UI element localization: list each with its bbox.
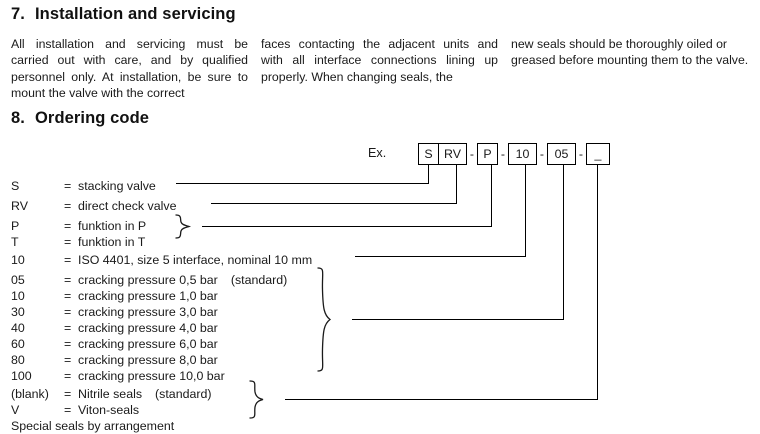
section-number: 8.: [11, 109, 25, 127]
code-dash-3: -: [539, 147, 545, 161]
legend-key: S: [11, 179, 20, 193]
legend-value: cracking pressure 8,0 bar: [78, 353, 218, 367]
legend-equals: =: [64, 199, 72, 213]
legend-value: Nitrile seals: [78, 387, 143, 401]
legend-note: (standard): [230, 273, 288, 287]
legend-row: (blank) = Nitrile seals (standard): [11, 386, 212, 402]
legend-key: 10: [11, 253, 25, 267]
code-dash-1: -: [469, 147, 475, 161]
legend-key: (blank): [11, 387, 49, 401]
legend-equals: =: [64, 305, 72, 319]
code-box-stacking-valve: S: [418, 143, 439, 165]
legend-value: stacking valve: [78, 179, 156, 193]
legend-key: RV: [11, 199, 28, 213]
legend-value: funktion in P: [78, 219, 147, 233]
legend-key: 05: [11, 273, 25, 287]
code-box-interface-size: 10: [508, 143, 537, 165]
installation-text-column-3: new seals should be thoroughly oiled or …: [511, 37, 749, 68]
legend-row: V = Viton-seals: [11, 402, 139, 418]
legend-equals: =: [64, 179, 72, 193]
legend-value: Special seals by arrangement: [11, 419, 175, 433]
legend-key: 30: [11, 305, 25, 319]
code-dash-2: -: [500, 147, 506, 161]
legend-equals: =: [64, 253, 72, 267]
legend-key: 100: [11, 369, 32, 383]
legend-row: S = stacking valve: [11, 178, 156, 194]
legend-key: 60: [11, 337, 25, 351]
legend-value: direct check valve: [78, 199, 177, 213]
legend-equals: =: [64, 235, 72, 249]
legend-value: cracking pressure 4,0 bar: [78, 321, 218, 335]
legend-value: ISO 4401, size 5 interface, nominal 10 m…: [78, 253, 313, 267]
legend-row: 80 = cracking pressure 8,0 bar: [11, 352, 218, 368]
legend-value: cracking pressure 1,0 bar: [78, 289, 218, 303]
section-title: Installation and servicing: [35, 5, 236, 23]
legend-equals: =: [64, 321, 72, 335]
legend-value: cracking pressure 10,0 bar: [78, 369, 225, 383]
legend-key: V: [11, 403, 20, 417]
code-box-check-valve: RV: [439, 143, 467, 165]
legend-equals: =: [64, 289, 72, 303]
section-number: 7.: [11, 5, 25, 23]
code-box-cracking-pressure: 05: [547, 143, 576, 165]
legend-value: cracking pressure 0,5 bar: [78, 273, 218, 287]
legend-value: funktion in T: [78, 235, 146, 249]
legend-equals: =: [64, 273, 72, 287]
legend-note: (standard): [155, 387, 212, 401]
installation-text-column-2: faces contacting the adjacent units and …: [261, 37, 498, 84]
legend-row-special-seals: Special seals by arrangement: [11, 418, 174, 434]
legend-value: Viton-seals: [78, 403, 140, 417]
legend-row: 40 = cracking pressure 4,0 bar: [11, 320, 218, 336]
legend-row: 60 = cracking pressure 6,0 bar: [11, 336, 218, 352]
legend-row: 30 = cracking pressure 3,0 bar: [11, 304, 218, 320]
code-dash-4: -: [578, 147, 584, 161]
ordering-code-string: S RV - P - 10 - 05 - _: [418, 143, 610, 165]
legend-row: 10 = ISO 4401, size 5 interface, nominal 1…: [11, 252, 312, 268]
legend-equals: =: [64, 337, 72, 351]
legend-key: 40: [11, 321, 25, 335]
legend-row: 05 = cracking pressure 0,5 bar (standard): [11, 272, 287, 288]
legend-key: 10: [11, 289, 25, 303]
section-heading-installation: 7. Installation and servicing: [11, 5, 236, 24]
legend-row: 10 = cracking pressure 1,0 bar: [11, 288, 218, 304]
legend-key: 80: [11, 353, 25, 367]
legend-key: P: [11, 219, 20, 233]
legend-equals: =: [64, 219, 72, 233]
legend-row: P = funktion in P: [11, 218, 146, 234]
legend-row: RV = direct check valve: [11, 198, 176, 214]
code-box-seal-material: _: [586, 143, 610, 165]
legend-value: cracking pressure 6,0 bar: [78, 337, 218, 351]
installation-text-column-1: All installation and servicing must be c…: [11, 37, 248, 101]
legend-equals: =: [64, 387, 72, 401]
example-label: Ex.: [368, 146, 387, 160]
code-box-function: P: [477, 143, 498, 165]
legend-row: 100 = cracking pressure 10,0 bar: [11, 368, 225, 384]
legend-value: cracking pressure 3,0 bar: [78, 305, 218, 319]
section-heading-ordering-code: 8. Ordering code: [11, 109, 149, 128]
legend-row: T = funktion in T: [11, 234, 145, 250]
legend-equals: =: [64, 369, 72, 383]
legend-equals: =: [64, 353, 72, 367]
section-title: Ordering code: [35, 109, 150, 127]
legend-equals: =: [64, 403, 72, 417]
legend-key: T: [11, 235, 19, 249]
